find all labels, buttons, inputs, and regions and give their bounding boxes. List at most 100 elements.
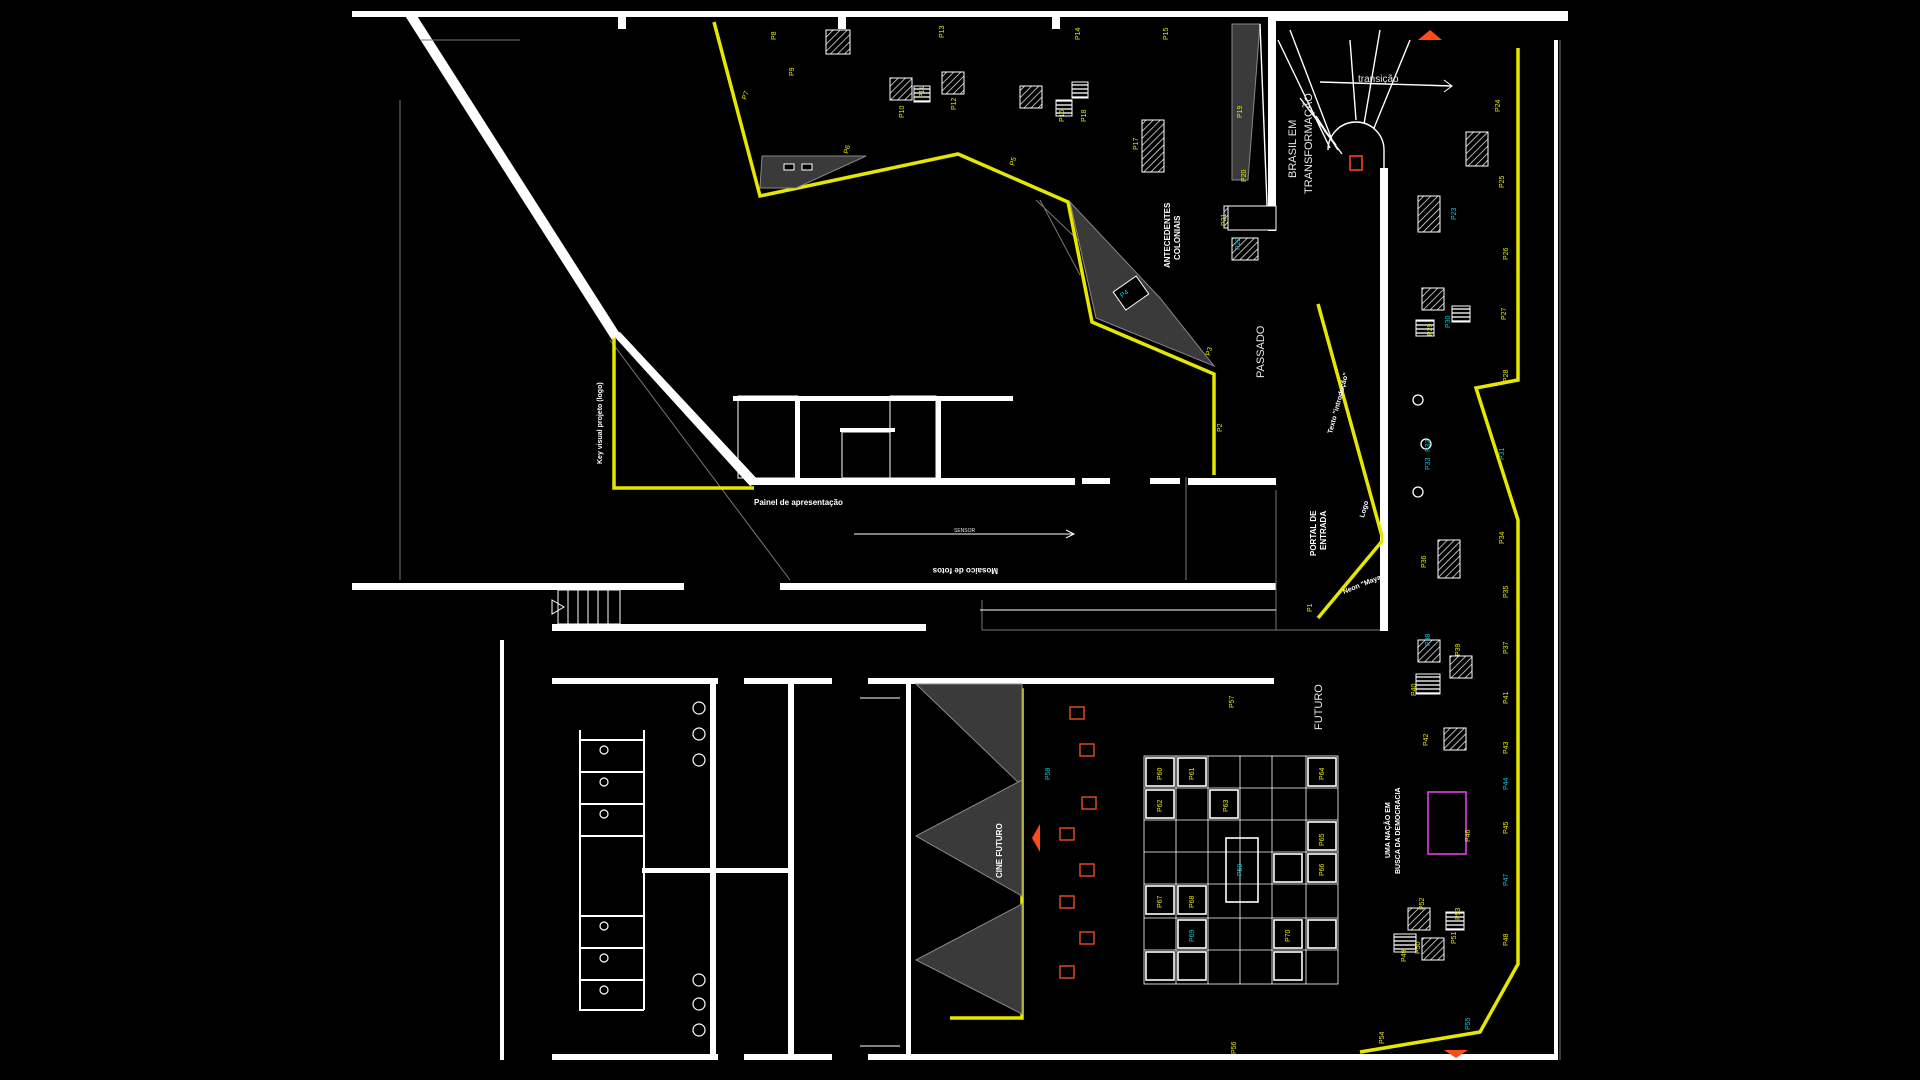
cinema-screen-2 [914, 779, 1023, 897]
panel-tag: P54 [1379, 1031, 1386, 1044]
panel-tag: P65 [1319, 833, 1326, 846]
flow-arrows [854, 79, 1453, 1047]
panel-tag: P46 [1465, 829, 1472, 842]
futuro-highlight-cells [1145, 757, 1337, 981]
panel-tag: P55 [1465, 1017, 1472, 1030]
label-key-visual: Key visual projeto (logo) [597, 382, 604, 464]
label-futuro: FUTURO [1313, 684, 1325, 730]
panel-tag: P16 [1059, 109, 1066, 122]
cinema-screen-1 [914, 683, 1023, 788]
panel-tag: P6 [843, 144, 852, 154]
label-brasil-em: BRASIL EM [1287, 120, 1299, 178]
panel-tag: P14 [1075, 27, 1082, 40]
columns [1412, 394, 1432, 498]
partition [936, 396, 941, 478]
wall-far-right [1554, 40, 1558, 1060]
panel-tag: P62 [1157, 799, 1164, 812]
panel-tag: P13 [939, 25, 946, 38]
display-panels [825, 29, 1489, 961]
walls [352, 11, 1568, 1060]
wall-lower-left [500, 640, 504, 1060]
label-passado: PASSADO [1255, 325, 1267, 378]
panel-tag: P4 [1119, 289, 1130, 300]
stairs [551, 589, 621, 625]
panel-tag: P21 [1221, 213, 1228, 226]
wall-stub [838, 11, 846, 29]
panel-tag: P36 [1421, 555, 1428, 568]
panel-tag: P41 [1503, 691, 1510, 704]
panel-tag: P63 [1223, 799, 1230, 812]
wall-cinema-top [868, 678, 1274, 684]
panel-tag: P70 [1285, 929, 1292, 942]
panel-tag: P9 [789, 67, 796, 76]
panel-tag: P30 [1445, 315, 1452, 328]
panel-tag: P26 [1503, 247, 1510, 260]
restrooms [579, 395, 937, 1037]
panel-tag: P19 [1237, 105, 1244, 118]
highlight-panel-magenta [1427, 791, 1467, 855]
display-column [1231, 23, 1261, 181]
panel-tag: P66 [1319, 863, 1326, 876]
panel-tag: P52 [1419, 897, 1426, 910]
panel-tag: P3 [1205, 346, 1214, 356]
counter-details [783, 163, 1277, 231]
label-sensor: SENSOR [954, 528, 976, 534]
panel-tag: P39 [1455, 643, 1462, 656]
panel-tag: P60 [1157, 767, 1164, 780]
partition [733, 396, 1013, 401]
panel-tag: P35 [1503, 585, 1510, 598]
wall-restroom-top [552, 678, 718, 684]
panel-tag: P56 [1231, 1041, 1238, 1054]
panel-tag: P47 [1503, 873, 1510, 886]
panel-tag: P38 [1425, 633, 1432, 646]
label-coloniais: COLONIAIS [1173, 215, 1182, 260]
label-painel-apresentacao: Painel de apresentação [754, 498, 843, 507]
wall-mid-left [352, 583, 684, 590]
panel-tag: P7 [741, 90, 751, 101]
panel-tag: P43 [1503, 741, 1510, 754]
panel-tag: P42 [1423, 733, 1430, 746]
label-busca-democracia: BUSCA DA DEMOCRACIA [1395, 787, 1402, 874]
panel-tag: P28 [1503, 369, 1510, 382]
label-neon-maya: Neon "Maya" [1342, 573, 1385, 596]
label-uma-nacao: UMA NAÇÃO EM [1383, 802, 1392, 858]
panel-tag: P2 [1217, 423, 1224, 432]
panel-tag: P27 [1501, 307, 1508, 320]
wall-right-upper [1268, 11, 1276, 231]
panel-tag: P34 [1499, 531, 1506, 544]
panel-tag: P8 [771, 31, 778, 40]
label-mosaico: Mosaico de fotos [932, 566, 998, 575]
panel-tag: P20 [1241, 169, 1248, 182]
label-transformacao: TRANSFORMAÇÃO [1302, 93, 1315, 194]
arrow-marker [1418, 30, 1442, 40]
wall-mid-right [780, 583, 1276, 590]
wall-top-left [352, 11, 1270, 17]
panel-tag: P25 [1499, 175, 1506, 188]
cinema-screen-3 [914, 903, 1023, 1015]
wall-bottom [868, 1054, 1558, 1060]
cinema-seats [1059, 706, 1097, 979]
panel-tag: P44 [1503, 777, 1510, 790]
panel-tag: P29 [1427, 323, 1434, 336]
panel-tag: P59 [1237, 863, 1244, 876]
panel-tag: P45 [1503, 821, 1510, 834]
wall-passage-right [1188, 478, 1276, 485]
panel-tag: P33 [1425, 457, 1432, 470]
panel-tag: P5 [1009, 156, 1018, 166]
panel-tag: P61 [1189, 767, 1196, 780]
panel-tag: P11 [919, 86, 926, 98]
panel-tag: P64 [1319, 767, 1326, 780]
wall-cinema-left [906, 678, 911, 1060]
wall-diagonal-lower [612, 332, 760, 486]
wall-top-right [1268, 11, 1568, 21]
label-logo: Logo [1359, 500, 1370, 518]
panel-tag: P67 [1157, 895, 1164, 908]
panel-tag: P17 [1133, 137, 1140, 150]
wall-passage-stub [1082, 478, 1110, 484]
panel-tag: P15 [1163, 27, 1170, 40]
panel-tag: P53 [1455, 907, 1462, 920]
panel-tag: P1 [1307, 603, 1314, 612]
panel-tag: P48 [1503, 933, 1510, 946]
